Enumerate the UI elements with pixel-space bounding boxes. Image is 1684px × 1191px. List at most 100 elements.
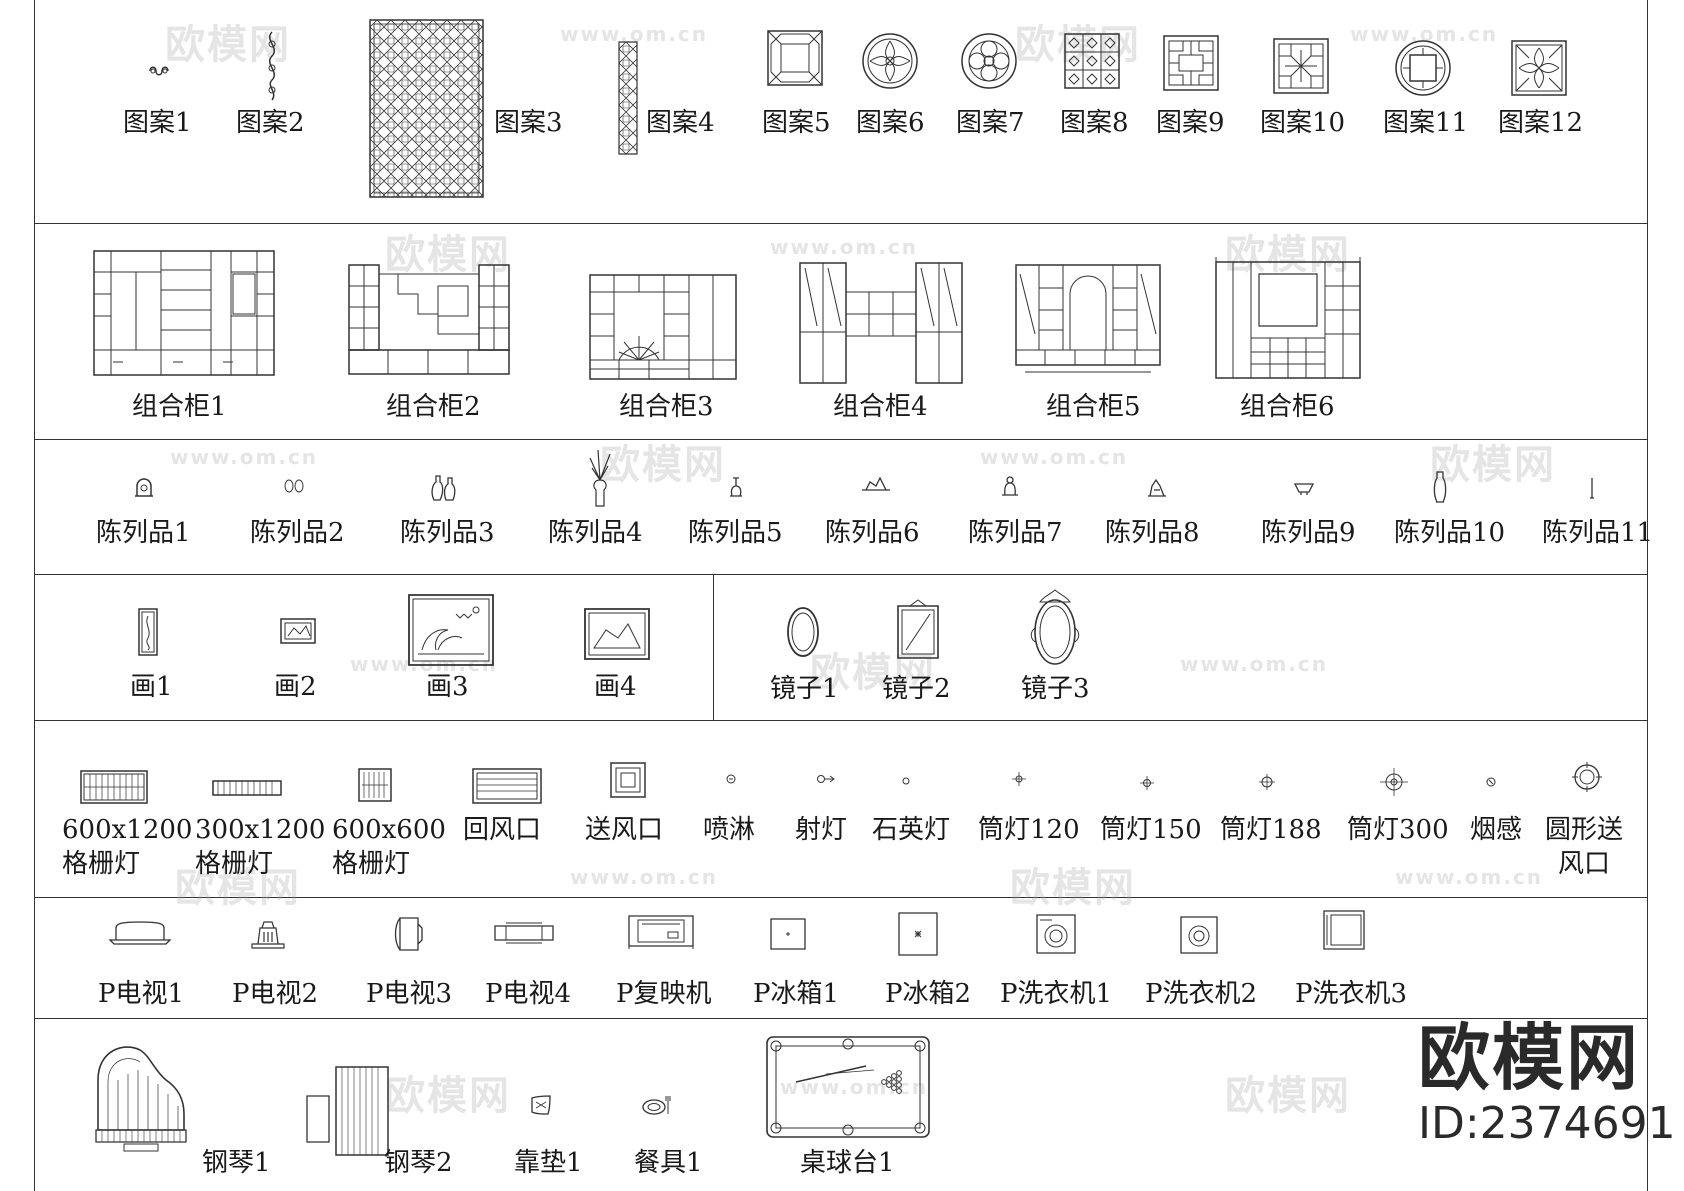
mirror-1-symbol bbox=[786, 606, 820, 658]
pattern-1-symbol bbox=[148, 64, 170, 78]
downlight-150-label: 筒灯150 bbox=[1100, 815, 1202, 845]
washer-1-symbol bbox=[1036, 914, 1076, 954]
washer-3-symbol bbox=[1323, 910, 1365, 950]
row-divider-appliances bbox=[34, 898, 1648, 1019]
pattern-2-label: 图案2 bbox=[236, 108, 305, 138]
copier-symbol bbox=[628, 912, 694, 950]
display-4-label: 陈列品4 bbox=[548, 518, 643, 548]
grid-light-600x1200-symbol bbox=[80, 770, 148, 804]
row-divider-displays bbox=[34, 440, 1648, 575]
cabinet-2-label: 组合柜2 bbox=[386, 392, 481, 422]
piano-2-symbol bbox=[306, 1066, 390, 1156]
mirror-2-symbol bbox=[896, 598, 940, 660]
washer-2-symbol bbox=[1180, 916, 1218, 954]
downlight-120-label: 筒灯120 bbox=[978, 815, 1080, 845]
pattern-3-label: 图案3 bbox=[494, 108, 563, 138]
display-2-symbol bbox=[283, 478, 305, 494]
fridge-1-symbol bbox=[770, 918, 806, 950]
fridge-2-label: P冰箱2 bbox=[885, 979, 972, 1009]
pattern-11-label: 图案11 bbox=[1383, 108, 1469, 138]
display-8-label: 陈列品8 bbox=[1105, 518, 1200, 548]
painting-3-symbol bbox=[408, 594, 494, 666]
tv-1-label: P电视1 bbox=[98, 979, 185, 1009]
quartz-lamp-symbol bbox=[901, 776, 911, 786]
mirror-2-label: 镜子2 bbox=[882, 674, 951, 704]
display-5-label: 陈列品5 bbox=[688, 518, 783, 548]
painting-3-label: 画3 bbox=[426, 672, 469, 702]
display-6-symbol bbox=[860, 476, 892, 492]
tv-1-symbol bbox=[106, 920, 174, 946]
smoke-detector-label: 烟感 bbox=[1470, 815, 1523, 845]
row-divider-cabinets bbox=[34, 224, 1648, 440]
pattern-6-label: 图案6 bbox=[856, 108, 925, 138]
display-6-label: 陈列品6 bbox=[825, 518, 920, 548]
painting-4-symbol bbox=[584, 608, 650, 660]
pattern-4-symbol bbox=[619, 42, 637, 154]
downlight-188-symbol bbox=[1259, 774, 1275, 790]
tv-2-label: P电视2 bbox=[232, 979, 319, 1009]
supply-air-vent-label: 送风口 bbox=[585, 815, 664, 845]
cabinet-1-label: 组合柜1 bbox=[132, 392, 227, 422]
display-1-symbol bbox=[134, 478, 154, 498]
sprinkler-label: 喷淋 bbox=[703, 815, 756, 845]
row-divider-ceiling bbox=[34, 721, 1648, 898]
round-supply-vent-label: 圆形送 风口 bbox=[1545, 815, 1624, 879]
quartz-lamp-label: 石英灯 bbox=[872, 815, 951, 845]
painting-2-symbol bbox=[280, 618, 316, 644]
pattern-6-symbol bbox=[862, 33, 918, 89]
copier-label: P复映机 bbox=[616, 979, 712, 1009]
tableware-symbol bbox=[640, 1096, 672, 1116]
display-7-label: 陈列品7 bbox=[968, 518, 1063, 548]
tableware-label: 餐具1 bbox=[634, 1148, 703, 1178]
display-7-symbol bbox=[1000, 473, 1020, 497]
cabinet-6-symbol bbox=[1215, 257, 1361, 380]
row-divider-paintings bbox=[34, 575, 1648, 721]
pattern-10-label: 图案10 bbox=[1260, 108, 1346, 138]
painting-2-label: 画2 bbox=[274, 672, 317, 702]
mirror-3-symbol bbox=[1030, 588, 1080, 668]
fridge-1-label: P冰箱1 bbox=[753, 979, 840, 1009]
sprinkler-symbol bbox=[726, 774, 736, 784]
cabinet-1-symbol bbox=[93, 250, 275, 376]
tv-3-symbol bbox=[394, 914, 424, 954]
tv-2-symbol bbox=[250, 920, 286, 950]
cushion-symbol bbox=[528, 1092, 554, 1118]
display-11-label: 陈列品11 bbox=[1542, 518, 1654, 548]
grid-light-600x1200-label: 600x1200 格栅灯 bbox=[62, 815, 193, 879]
return-air-vent-label: 回风口 bbox=[463, 815, 542, 845]
painting-1-label: 画1 bbox=[130, 672, 173, 702]
billiard-table-label: 桌球台1 bbox=[800, 1148, 895, 1178]
painting-4-label: 画4 bbox=[594, 672, 637, 702]
tv-4-label: P电视4 bbox=[485, 979, 572, 1009]
grid-light-600x600-symbol bbox=[358, 768, 392, 802]
smoke-detector-symbol bbox=[1486, 777, 1496, 787]
supply-air-vent-symbol bbox=[610, 762, 646, 798]
pattern-5-symbol bbox=[767, 30, 823, 86]
cabinet-2-symbol bbox=[348, 264, 510, 376]
cabinet-5-symbol bbox=[1015, 264, 1161, 380]
downlight-150-symbol bbox=[1140, 776, 1154, 790]
downlight-300-symbol bbox=[1380, 768, 1408, 796]
painting-1-symbol bbox=[138, 608, 158, 656]
paintings-mirrors-divider bbox=[713, 575, 714, 721]
piano-1-symbol bbox=[94, 1040, 188, 1152]
pattern-12-label: 图案12 bbox=[1498, 108, 1584, 138]
pattern-3-symbol bbox=[370, 20, 483, 197]
downlight-300-label: 筒灯300 bbox=[1347, 815, 1449, 845]
pattern-7-label: 图案7 bbox=[956, 108, 1025, 138]
display-3-label: 陈列品3 bbox=[400, 518, 495, 548]
mirror-1-label: 镜子1 bbox=[770, 674, 839, 704]
piano-1-label: 钢琴1 bbox=[202, 1148, 271, 1178]
return-air-vent-symbol bbox=[472, 768, 542, 804]
tv-4-symbol bbox=[494, 922, 554, 944]
brand-name: 欧模网 bbox=[1418, 1016, 1641, 1100]
display-10-label: 陈列品10 bbox=[1394, 518, 1506, 548]
spotlight-label: 射灯 bbox=[795, 815, 848, 845]
mirror-3-label: 镜子3 bbox=[1021, 674, 1090, 704]
billiard-table-symbol bbox=[766, 1036, 930, 1138]
brand-id: ID:2374691 bbox=[1418, 1098, 1676, 1149]
pattern-2-symbol bbox=[262, 30, 282, 102]
brand-stamp: 欧模网 ID:2374691 bbox=[1418, 1018, 1676, 1150]
spotlight-symbol bbox=[816, 774, 836, 784]
pattern-8-symbol bbox=[1064, 33, 1120, 89]
